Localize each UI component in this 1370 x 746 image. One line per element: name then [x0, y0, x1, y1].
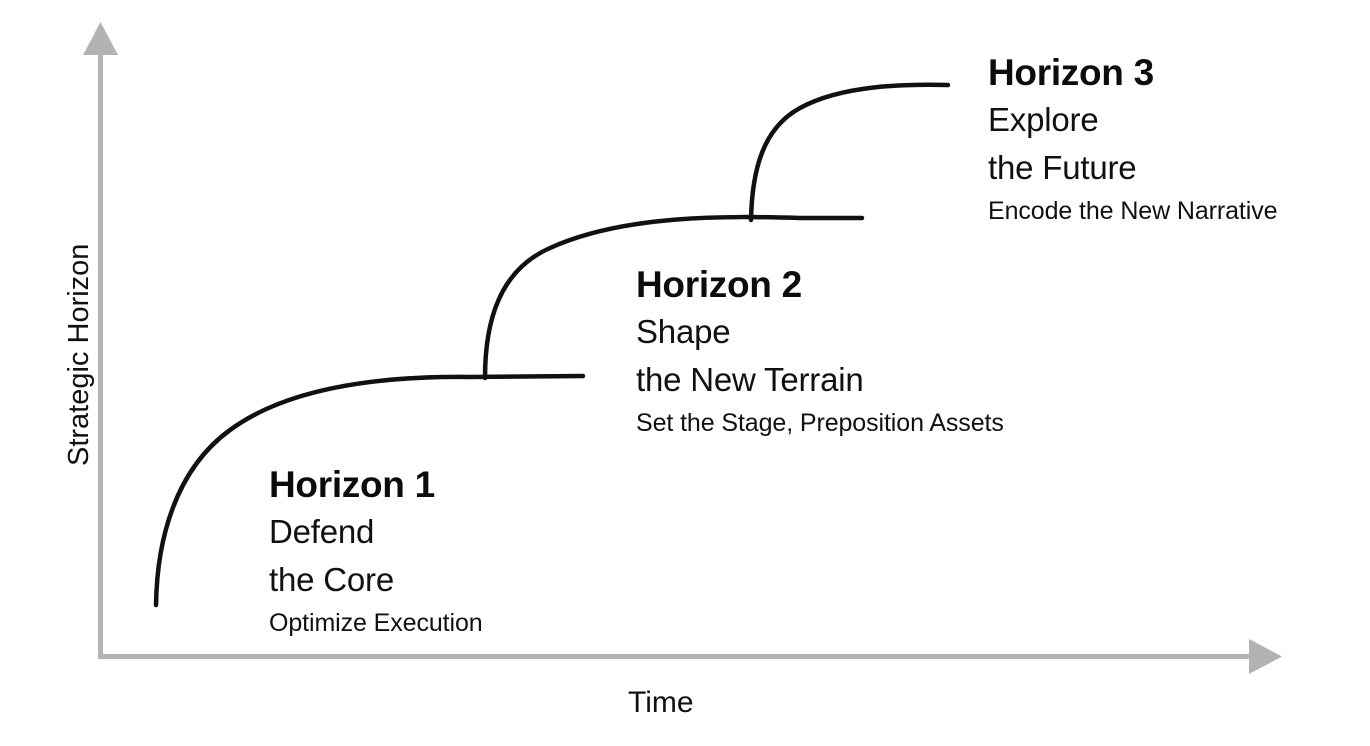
- horizon-1-title: Horizon 1: [269, 464, 435, 505]
- horizon-3-subtitle: Encode the New Narrative: [988, 197, 1278, 225]
- horizon-1-curve: [153, 373, 586, 608]
- horizon-1-line-2: the Core: [269, 561, 394, 598]
- horizon-3-line-2: the Future: [988, 149, 1137, 186]
- horizon-2-line-2: the New Terrain: [636, 361, 864, 398]
- horizon-3-label-group: Horizon 3 Explore the Future Encode the …: [988, 50, 1278, 230]
- arrow-up-icon: [83, 22, 118, 55]
- horizon-3-title: Horizon 3: [988, 52, 1154, 93]
- y-axis-label: Strategic Horizon: [63, 243, 95, 466]
- x-axis-label: Time: [628, 686, 694, 719]
- horizon-3-line-1: Explore: [988, 101, 1099, 138]
- horizon-2-subtitle: Set the Stage, Preposition Assets: [636, 409, 1004, 437]
- horizon-2-line-1: Shape: [636, 313, 731, 350]
- axis-group: [83, 22, 1282, 674]
- arrow-right-icon: [1249, 639, 1282, 674]
- horizon-2-label-group: Horizon 2 Shape the New Terrain Set the …: [636, 262, 1004, 442]
- horizon-1-line-1: Defend: [269, 513, 375, 550]
- horizon-2-curve: [482, 214, 865, 381]
- horizon-3-curve: [748, 82, 951, 223]
- horizon-1-subtitle: Optimize Execution: [269, 609, 483, 637]
- horizon-1-label-group: Horizon 1 Defend the Core Optimize Execu…: [269, 462, 483, 642]
- horizon-2-title: Horizon 2: [636, 264, 802, 305]
- horizon-curves: [153, 82, 951, 608]
